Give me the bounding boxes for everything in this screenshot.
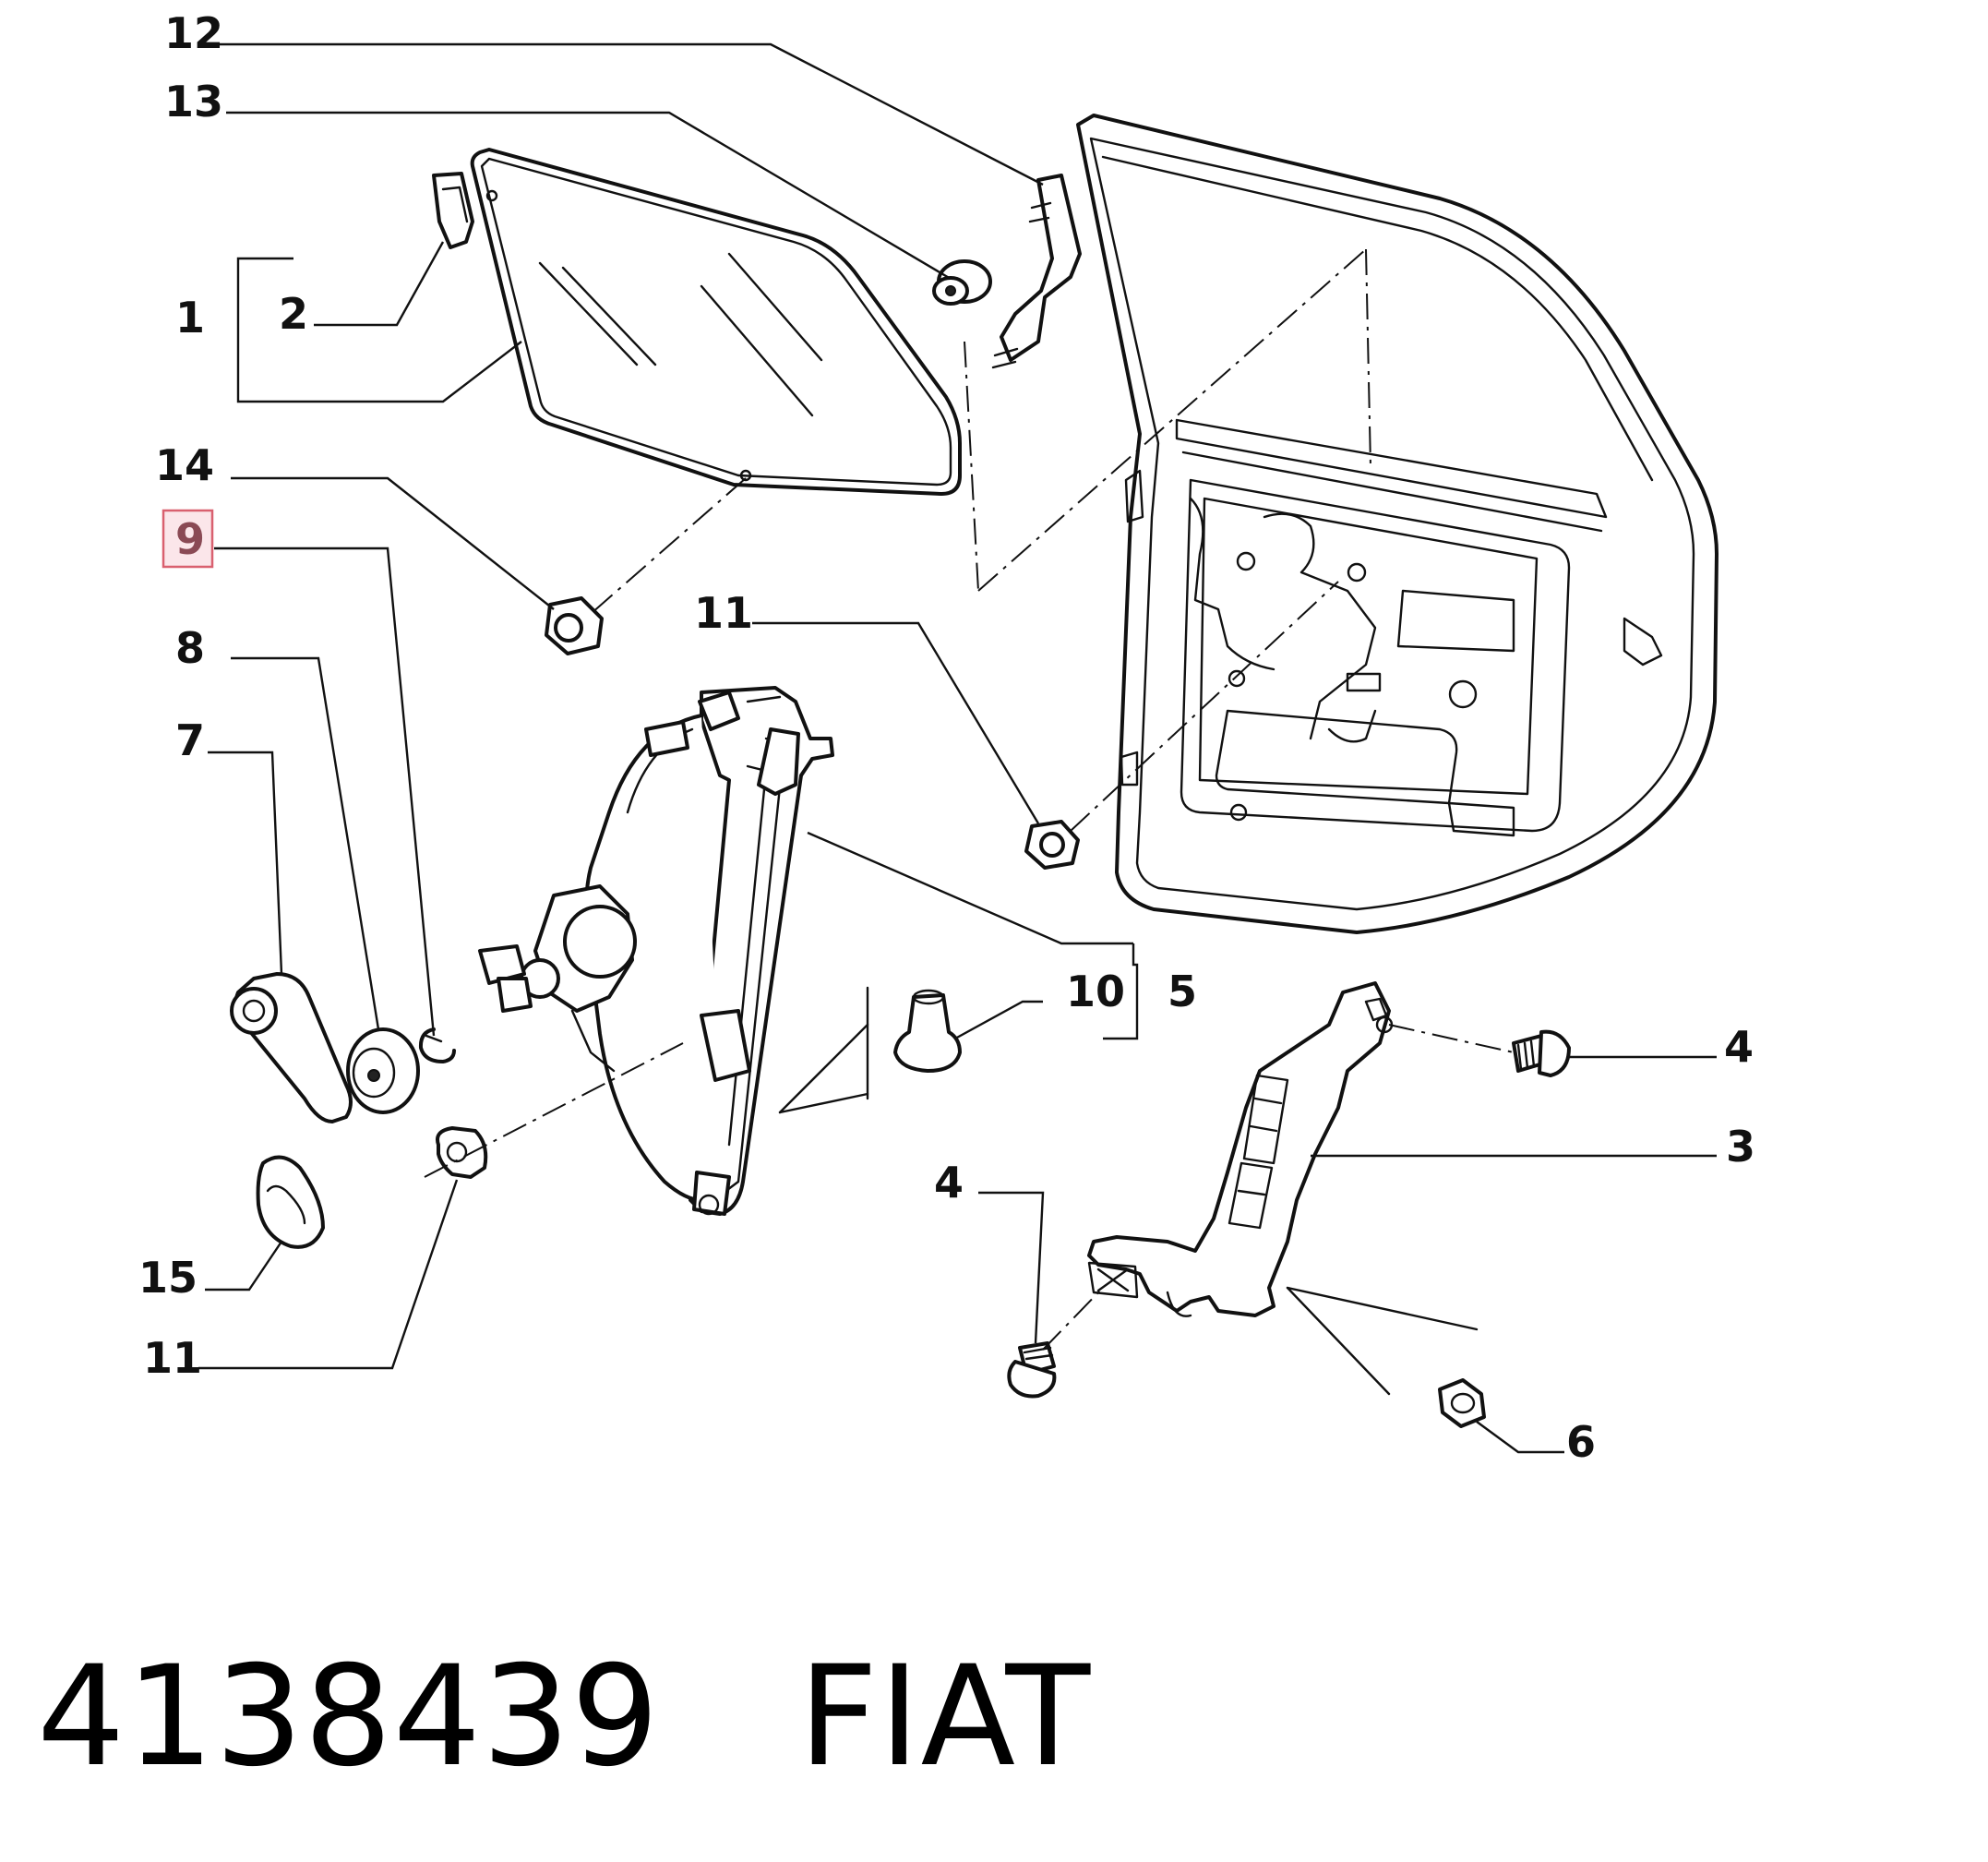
support-bracket: [1087, 981, 1394, 1317]
callout-2: 2: [279, 289, 308, 339]
regulator-nut: [436, 1126, 488, 1179]
callout-5: 5: [1168, 967, 1197, 1016]
crank-escutcheon: [346, 1027, 420, 1114]
window-crank: [230, 972, 353, 1123]
window-regulator: [478, 686, 834, 1216]
callout-4-left: 4: [934, 1158, 964, 1207]
callout-12: 12: [164, 8, 223, 58]
door-shell: [1076, 114, 1719, 934]
caption: 4138439 FIAT: [37, 1634, 1091, 1800]
glass-clip: [432, 172, 474, 249]
callout-1: 1: [175, 293, 205, 342]
callout-3: 3: [1726, 1122, 1755, 1171]
callout-11-upper: 11: [694, 588, 753, 638]
guide-bracket: [991, 174, 1082, 369]
callout-9: 9: [175, 514, 205, 564]
door-nut-upper: [1024, 820, 1080, 870]
retaining-clip: [418, 1027, 456, 1063]
bracket-screw-lower: [1007, 1341, 1057, 1399]
callout-14: 14: [155, 440, 214, 490]
callout-4-right: 4: [1724, 1022, 1754, 1072]
callout-8: 8: [175, 623, 205, 673]
grommet: [256, 1155, 325, 1249]
glass-nut: [545, 596, 604, 655]
callout-6: 6: [1566, 1417, 1596, 1467]
part-number: 4138439: [37, 1637, 661, 1797]
callout-13: 13: [164, 77, 223, 126]
door-glass: [470, 148, 962, 496]
brand-name: FIAT: [798, 1637, 1092, 1797]
hex-nut: [1438, 1378, 1486, 1428]
assembly-axes: [424, 248, 1515, 1396]
leader-lines: [198, 42, 1717, 1454]
callout-11-lower: 11: [143, 1333, 202, 1383]
bracket-screw-upper: [1512, 1029, 1571, 1077]
callout-15: 15: [138, 1253, 198, 1303]
callout-7: 7: [175, 715, 205, 765]
callout-10: 10: [1066, 967, 1125, 1016]
rubber-bush: [932, 259, 992, 306]
callout-labels: 12 13 1 2 14 9 11 8 7 10 5 4 3 4 15 11 6: [138, 8, 1755, 1467]
callout-9-highlight: [162, 509, 214, 569]
screw-cap: [893, 989, 962, 1073]
